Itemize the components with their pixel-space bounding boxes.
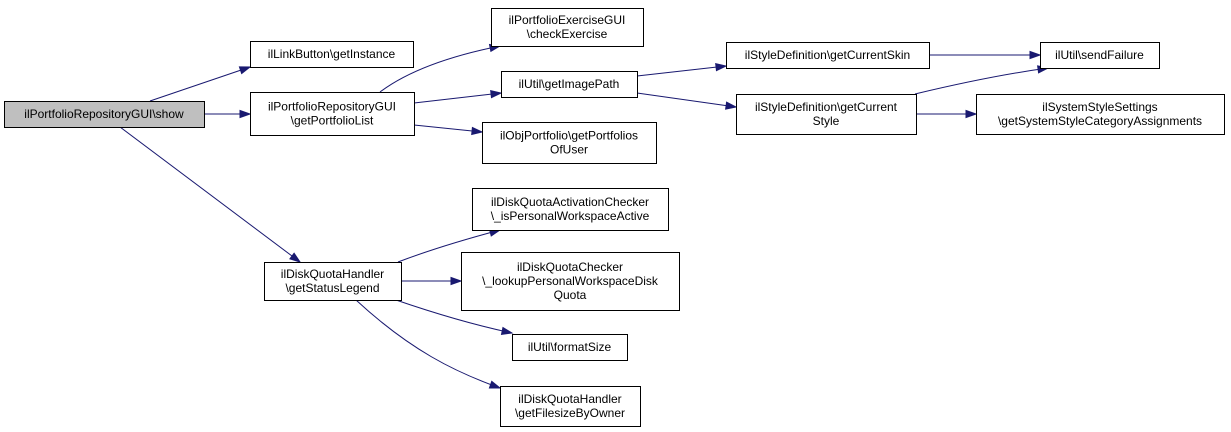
- edge-line: [413, 124, 483, 133]
- edge-line: [119, 126, 301, 263]
- node-label: ilUtil\sendFailure: [1055, 48, 1144, 62]
- edge-n_getcurrentskin-to-n_sendfailure: [929, 50, 1042, 60]
- node-box[interactable]: [472, 188, 669, 231]
- edge-line: [914, 67, 1049, 95]
- node-n-getstatuslegend[interactable]: ilDiskQuotaHandler\getStatusLegend: [264, 262, 402, 301]
- node-n-linkbutton[interactable]: ilLinkButton\getInstance: [250, 41, 414, 68]
- node-label: \checkExercise: [527, 27, 608, 41]
- edge-n_getstatuslegend-to-n_getfilesizebyowner: [355, 299, 502, 389]
- node-label: ilPortfolioRepositoryGUI: [268, 100, 396, 114]
- node-box[interactable]: [976, 94, 1225, 135]
- arrowhead: [238, 66, 252, 75]
- edge-line: [395, 299, 513, 334]
- edge-n_getstatuslegend-to-n_formatsize: [395, 299, 514, 335]
- node-label: ilDiskQuotaChecker: [517, 260, 623, 274]
- node-label: \_lookupPersonalWorkspaceDisk: [482, 274, 659, 288]
- node-box[interactable]: [264, 262, 402, 301]
- node-label: Quota: [554, 288, 587, 302]
- edge-line: [379, 45, 501, 93]
- node-n-getsystemstylecat[interactable]: ilSystemStyleSettings\getSystemStyleCate…: [976, 94, 1225, 135]
- node-label: ilObjPortfolio\getPortfolios: [500, 129, 638, 143]
- arrowhead: [488, 380, 502, 389]
- node-label: ilLinkButton\getInstance: [268, 47, 396, 61]
- arrowhead: [715, 62, 728, 72]
- arrowhead: [725, 101, 738, 110]
- node-n-sendfailure[interactable]: ilUtil\sendFailure: [1040, 42, 1160, 69]
- arrowhead: [450, 276, 463, 286]
- edge-line: [149, 66, 251, 102]
- node-box[interactable]: [4, 101, 205, 128]
- node-label: ilPortfolioExerciseGUI: [509, 13, 626, 27]
- node-n-getportfoliolist[interactable]: ilPortfolioRepositoryGUI\getPortfolioLis…: [250, 92, 415, 136]
- arrowhead: [965, 109, 978, 119]
- edge-root-to-n_linkbutton: [149, 66, 252, 102]
- arrowhead: [500, 326, 514, 335]
- node-label: OfUser: [550, 143, 588, 157]
- node-label: ilDiskQuotaHandler: [518, 392, 621, 406]
- node-label: ilDiskQuotaHandler: [281, 267, 384, 281]
- edge-line: [413, 92, 502, 104]
- node-label: ilPortfolioRepositoryGUI\show: [24, 107, 184, 121]
- edge-n_getimagepath-to-n_getcurrentskin: [636, 62, 728, 77]
- edges-layer: [119, 43, 1050, 389]
- node-box[interactable]: [726, 42, 930, 69]
- node-box[interactable]: [512, 334, 628, 361]
- node-label: \getStatusLegend: [285, 281, 379, 295]
- node-n-checkexercise[interactable]: ilPortfolioExerciseGUI\checkExercise: [491, 8, 644, 47]
- node-box[interactable]: [461, 252, 680, 311]
- edge-n_getstatuslegend-to-n_lookupquota: [401, 276, 463, 286]
- node-label: ilSystemStyleSettings: [1042, 100, 1157, 114]
- node-label: \getSystemStyleCategoryAssignments: [998, 114, 1202, 128]
- arrowhead: [1029, 50, 1042, 60]
- node-box[interactable]: [491, 8, 644, 47]
- node-root[interactable]: ilPortfolioRepositoryGUI\show: [4, 101, 205, 128]
- node-label: \_isPersonalWorkspaceActive: [491, 209, 650, 223]
- edge-n_getportfoliolist-to-n_getimagepath: [413, 90, 503, 104]
- node-box[interactable]: [250, 41, 414, 68]
- arrowhead: [289, 252, 302, 263]
- node-label: \getFilesizeByOwner: [515, 406, 625, 420]
- node-box[interactable]: [250, 92, 415, 136]
- edge-n_getportfoliolist-to-n_getportfoliosofuser: [413, 124, 484, 136]
- node-label: \getPortfolioList: [291, 114, 374, 128]
- edge-line: [636, 92, 737, 108]
- node-label: ilStyleDefinition\getCurrentSkin: [745, 48, 910, 62]
- arrowhead: [239, 109, 252, 119]
- node-box[interactable]: [736, 94, 917, 135]
- node-n-getcurrentskin[interactable]: ilStyleDefinition\getCurrentSkin: [726, 42, 930, 69]
- node-box[interactable]: [501, 71, 638, 98]
- node-label: Style: [813, 114, 840, 128]
- node-n-getimagepath[interactable]: ilUtil\getImagePath: [501, 71, 638, 98]
- node-n-lookupquota[interactable]: ilDiskQuotaChecker\_lookupPersonalWorksp…: [461, 252, 680, 311]
- edge-n_getcurrentstyle-to-n_sendfailure: [914, 65, 1050, 95]
- edge-root-to-n_getportfoliolist: [204, 109, 252, 119]
- node-box[interactable]: [500, 386, 641, 427]
- node-label: ilStyleDefinition\getCurrent: [755, 100, 898, 114]
- node-label: ilUtil\formatSize: [528, 340, 612, 354]
- edge-n_getimagepath-to-n_getcurrentstyle: [636, 92, 738, 110]
- edge-line: [397, 229, 501, 263]
- node-label: ilDiskQuotaActivationChecker: [491, 195, 649, 209]
- arrowhead: [490, 90, 503, 99]
- node-label: ilUtil\getImagePath: [519, 77, 620, 91]
- edge-n_getcurrentstyle-to-n_getsystemstylecat: [916, 109, 978, 119]
- node-box[interactable]: [482, 122, 657, 164]
- node-n-ispersonalworkspace[interactable]: ilDiskQuotaActivationChecker\_isPersonal…: [472, 188, 669, 231]
- node-n-formatsize[interactable]: ilUtil\formatSize: [512, 334, 628, 361]
- edge-line: [355, 299, 501, 389]
- edge-line: [636, 65, 727, 77]
- edge-root-to-n_getstatuslegend: [119, 126, 302, 263]
- node-box[interactable]: [1040, 42, 1160, 69]
- nodes-layer: ilPortfolioRepositoryGUI\show ilLinkButto…: [4, 8, 1225, 427]
- arrowhead: [471, 126, 484, 136]
- node-n-getfilesizebyowner[interactable]: ilDiskQuotaHandler\getFilesizeByOwner: [500, 386, 641, 427]
